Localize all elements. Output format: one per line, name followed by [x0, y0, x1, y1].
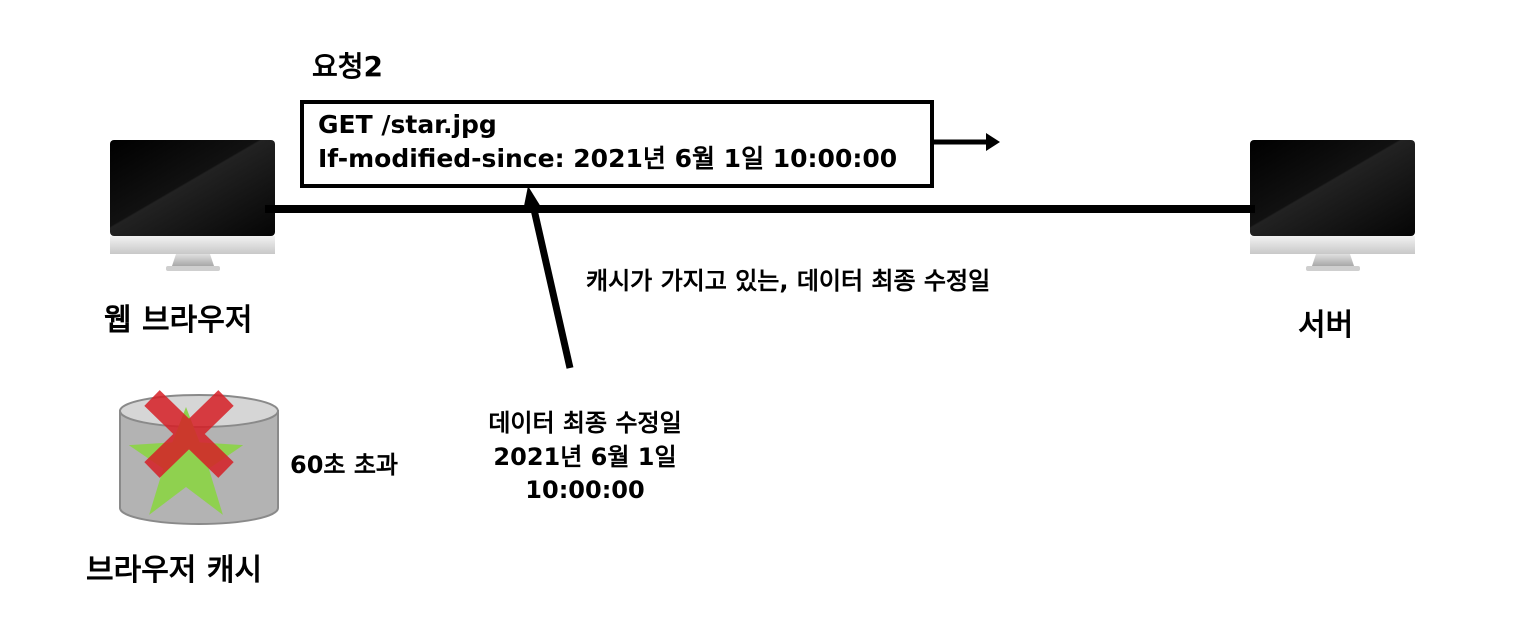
star-icon — [128, 407, 244, 515]
request-header-line: If-modified-since: 2021년 6월 1일 10:00:00 — [318, 144, 898, 173]
cache-label: 브라우저 캐시 — [86, 553, 263, 588]
request-arrow-icon — [930, 133, 1000, 151]
browser-label: 웹 브라우저 — [104, 303, 253, 338]
expired-cross-icon — [144, 390, 234, 478]
last-modified-block: 데이터 최종 수정일 2021년 6월 1일 10:00:00 — [440, 407, 730, 508]
last-modified-date: 2021년 6월 1일 — [493, 442, 677, 471]
last-modified-title: 데이터 최종 수정일 — [488, 409, 682, 437]
last-modified-time: 10:00:00 — [525, 476, 645, 505]
request-title: 요청2 — [312, 50, 384, 83]
request-box — [300, 100, 934, 188]
request-method-line: GET /star.jpg — [318, 110, 497, 139]
cache-status-label: 60초 초과 — [290, 451, 398, 479]
browser-monitor-icon — [110, 140, 275, 271]
annotation-label: 캐시가 가지고 있는, 데이터 최종 수정일 — [586, 267, 991, 295]
pointer-arrow-icon — [523, 186, 574, 369]
server-label: 서버 — [1298, 308, 1354, 343]
server-monitor-icon — [1250, 140, 1415, 271]
